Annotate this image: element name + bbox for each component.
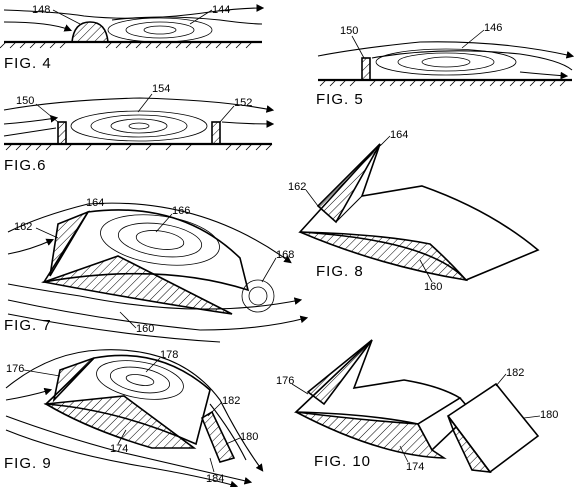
fig7-front-fin (49, 210, 90, 277)
fig9-ref-176: 176 (6, 363, 24, 375)
figure-6: 150 154 152 FIG.6 (3, 83, 275, 174)
fig10-ref-180: 180 (540, 409, 558, 421)
fig9-ref-178: 178 (160, 349, 178, 361)
fig9-ref-174: 174 (110, 443, 128, 455)
fig7-ref-164: 164 (86, 197, 104, 209)
fig5-label: FIG. 5 (316, 91, 364, 108)
fig9-hatched-body (43, 395, 197, 449)
fig10-rear-block-front (446, 382, 540, 474)
fig10-ref-182: 182 (506, 367, 524, 379)
figure-7: 164 166 162 168 160 FIG. 7 (4, 197, 309, 343)
fig7-label: FIG. 7 (4, 317, 52, 334)
fig7-ref-160: 160 (136, 323, 154, 335)
fig8-fin (316, 143, 381, 224)
fig4-label: FIG. 4 (4, 55, 52, 72)
fig7-ref-168: 168 (276, 249, 294, 261)
fig7-ref-162: 162 (14, 221, 32, 233)
fig8-ref-162: 162 (288, 181, 306, 193)
figure-4: 148 144 FIG. 4 (0, 4, 265, 72)
fig10-label: FIG. 10 (314, 453, 371, 470)
fig9-ref-182: 182 (222, 395, 240, 407)
fig6-ref-150: 150 (16, 95, 34, 107)
fig4-ref-144: 144 (212, 4, 230, 16)
fig10-fin (306, 339, 373, 406)
fig6-ref-152: 152 (234, 97, 252, 109)
fig9-vortex (96, 360, 184, 400)
fig6-streamlines (3, 97, 275, 137)
fig9-ref-180: 180 (240, 431, 258, 443)
fig10-hatched-side (295, 411, 447, 459)
fig5-ref-146: 146 (484, 22, 502, 34)
fig7-vortex (100, 214, 220, 266)
fig7-wake-vortex (241, 279, 275, 313)
figure-5: 150 146 FIG. 5 (316, 22, 575, 108)
fig4-bump-obstacle (71, 21, 109, 43)
fig10-ref-174: 174 (406, 461, 424, 473)
fig9-ref-184: 184 (206, 473, 224, 485)
fig6-vortex (70, 110, 208, 142)
fig10-ref-176: 176 (276, 375, 294, 387)
fig6-ground (4, 142, 273, 151)
fig5-fence-obstacle (361, 57, 371, 81)
fig4-vortex (107, 17, 213, 43)
fig7-ref-166: 166 (172, 205, 190, 217)
figure-9: 176 178 182 180 174 184 FIG. 9 (4, 349, 264, 487)
fig8-ref-164: 164 (390, 129, 408, 141)
fig6-fence-downstream (211, 121, 221, 145)
fig5-streamlines (317, 41, 575, 80)
figure-8: 164 162 160 FIG. 8 (288, 129, 540, 293)
fig5-ground (318, 78, 572, 87)
fig4-ground (0, 40, 262, 49)
fig6-ref-154: 154 (152, 83, 170, 95)
fig6-fence-upstream (57, 121, 67, 145)
fig7-streamlines (7, 202, 309, 343)
fig9-rear-flap (200, 410, 236, 463)
fig8-ref-160: 160 (424, 281, 442, 293)
fig9-front-fin (52, 357, 95, 403)
fig5-vortex (375, 48, 517, 76)
fig9-streamlines (5, 349, 264, 487)
fig9-label: FIG. 9 (4, 455, 52, 472)
fig4-streamlines (3, 4, 265, 32)
fig4-ref-148: 148 (32, 4, 50, 16)
fig7-hatched-body (40, 255, 233, 315)
fig6-label: FIG.6 (4, 157, 47, 174)
fig5-ref-150: 150 (340, 25, 358, 37)
figure-10: 182 176 180 174 FIG. 10 (276, 339, 558, 474)
fig10-rear-block-side (447, 415, 492, 473)
fig8-label: FIG. 8 (316, 263, 364, 280)
